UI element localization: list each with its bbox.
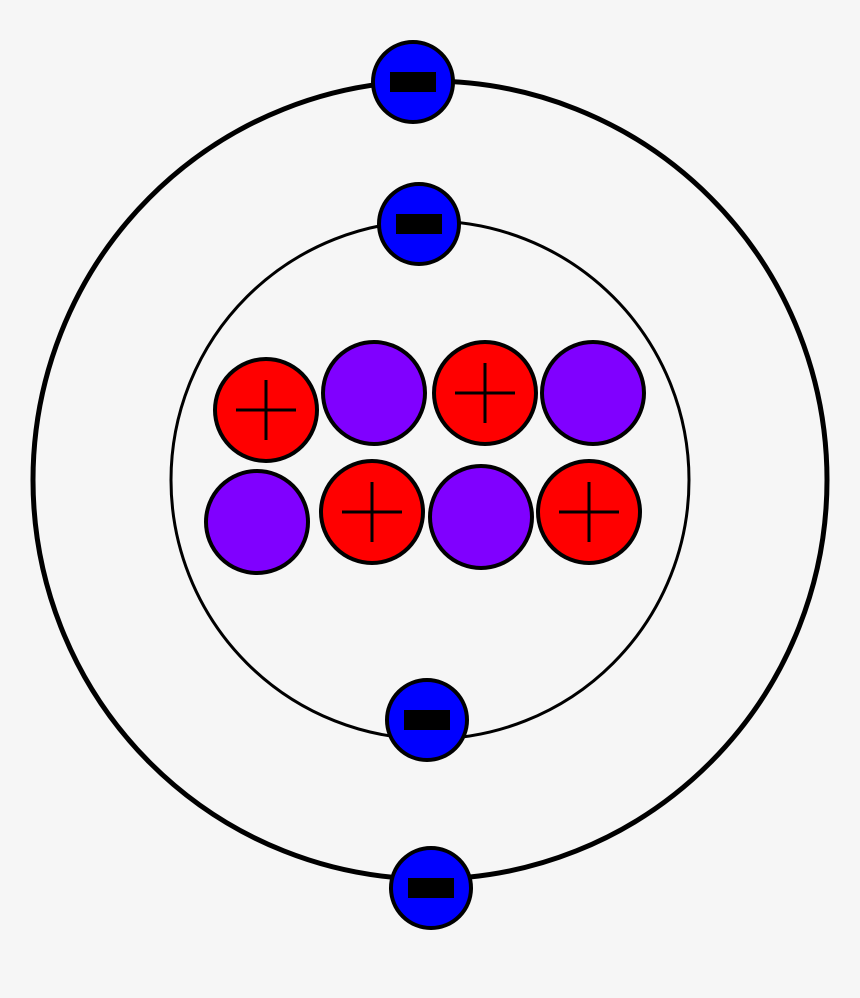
- plus-icon: [559, 482, 619, 542]
- electron-inner-bottom: [385, 678, 469, 762]
- electrons: [371, 40, 473, 930]
- neutron: [540, 340, 646, 446]
- proton: [319, 459, 425, 565]
- neutron: [428, 464, 534, 570]
- neutron: [204, 469, 310, 575]
- electron-outer-top: [371, 40, 455, 124]
- neutron-body: [428, 464, 534, 570]
- neutron: [321, 340, 427, 446]
- proton: [432, 340, 538, 446]
- proton: [213, 357, 319, 463]
- minus-icon: [408, 878, 454, 898]
- proton: [536, 459, 642, 565]
- electron-inner-top: [377, 182, 461, 266]
- minus-icon: [396, 214, 442, 234]
- electron-outer-bottom: [389, 846, 473, 930]
- plus-icon: [455, 363, 515, 423]
- plus-icon: [342, 482, 402, 542]
- minus-icon: [404, 710, 450, 730]
- nucleus: [204, 340, 646, 575]
- neutron-body: [321, 340, 427, 446]
- minus-icon: [390, 72, 436, 92]
- plus-icon: [236, 380, 296, 440]
- neutron-body: [540, 340, 646, 446]
- neutron-body: [204, 469, 310, 575]
